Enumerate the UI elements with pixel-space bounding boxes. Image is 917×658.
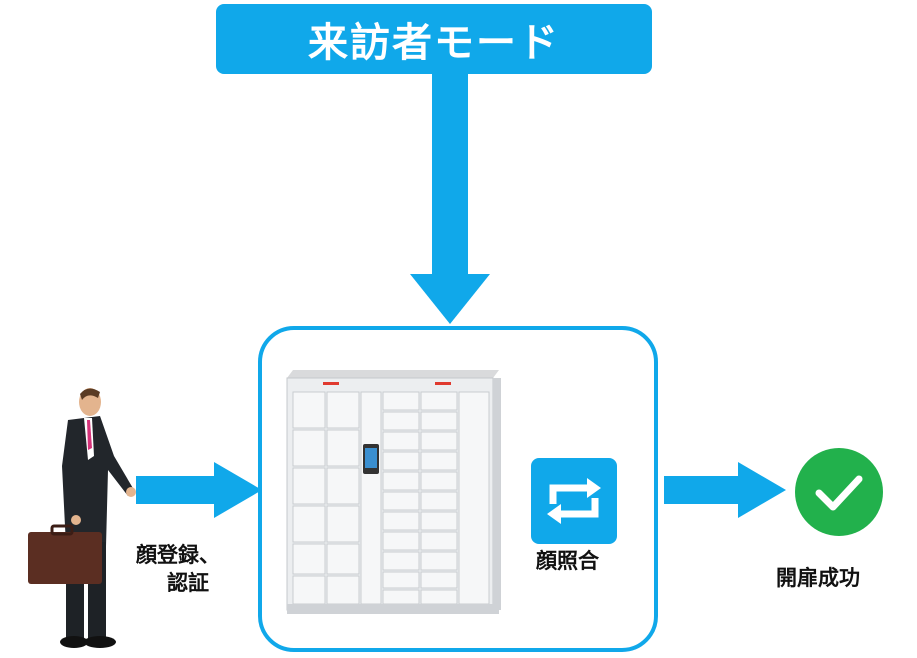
output-arrow [664,462,786,518]
mode-title: 来訪者モード [216,4,652,74]
register-label: 顔登録、 認証 [136,541,220,597]
check-icon [795,448,883,536]
swap-icon [531,458,617,544]
register-label-line2: 認証 [167,571,209,595]
person-icon [28,388,136,648]
match-label: 顔照合 [536,549,599,573]
input-arrow [136,462,262,518]
down-arrow [410,74,490,324]
locker-icon [286,370,501,614]
success-label: 開扉成功 [776,566,860,590]
register-label-line1: 顔登録、 [136,543,220,567]
